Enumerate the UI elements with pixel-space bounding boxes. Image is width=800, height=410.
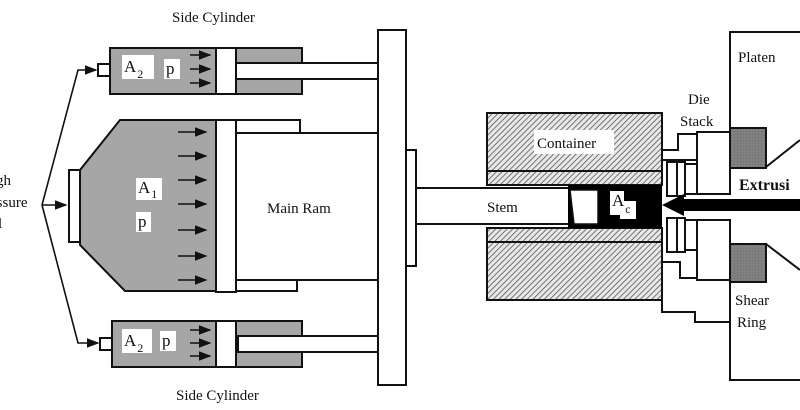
container: Container [486,112,663,301]
main-cylinder-port [68,169,81,243]
side-cylinder-top-piston [215,47,237,95]
main-ram-label: Main Ram [267,201,331,217]
dummy-block [569,189,599,225]
area-ac-symbol: Ac [612,191,631,216]
stem-label: Stem [487,200,518,216]
side-cylinder-top-port [97,63,111,77]
side-cylinder-bottom-rod [237,335,379,353]
main-pressure-arrows [178,127,208,285]
fluid-label-line3: l [0,216,2,232]
main-cylinder-body [79,119,217,292]
pressure-p-top-symbol: p [166,59,175,78]
side-cylinder-top-label: Side Cylinder [172,10,255,26]
side-cylinder-bottom-label: Side Cylinder [176,388,259,404]
pressure-p-main-symbol: p [138,212,147,231]
container-label: Container [537,136,596,152]
shear-ring-bottom [729,243,767,283]
main-cylinder: Main Ram A1 p [68,119,379,293]
fluid-label-line1: gh [0,173,12,189]
fluid-label-line2: essure [0,195,28,211]
stem-holder [405,149,417,267]
shear-ring-label-line1: Shear [735,293,769,309]
area-a2-bottom-symbol: A2 [124,331,143,355]
extrusion-label: Extrusi [739,177,790,194]
area-a1-symbol: A1 [138,178,157,201]
high-pressure-fluid-feed: gh essure l [0,65,100,348]
side-cylinder-bottom: A2 p Side Cylinder [99,320,379,404]
side-cylinder-top: Side Cylinder A2 p [97,10,379,95]
main-ram-piston [215,119,237,293]
die-stack-label-line2: Stack [680,114,714,130]
side-cylinder-bottom-piston [215,320,237,368]
die-stack-label-line1: Die [688,92,710,108]
die-stack: Die Stack [661,92,731,323]
platen: Platen [729,31,800,381]
extrusion-product [678,199,800,211]
side-cylinder-top-rod [235,62,379,80]
area-a2-top-symbol: A2 [124,57,143,81]
extrusion-direction-arrow [662,194,684,216]
side-cylinder-bottom-port [99,337,113,351]
platen-label: Platen [738,50,776,66]
crosshead-plate [377,29,407,386]
shear-ring-label-line2: Ring [737,315,767,331]
pressure-p-bottom-symbol: p [162,331,171,350]
shear-ring-top [729,127,767,169]
